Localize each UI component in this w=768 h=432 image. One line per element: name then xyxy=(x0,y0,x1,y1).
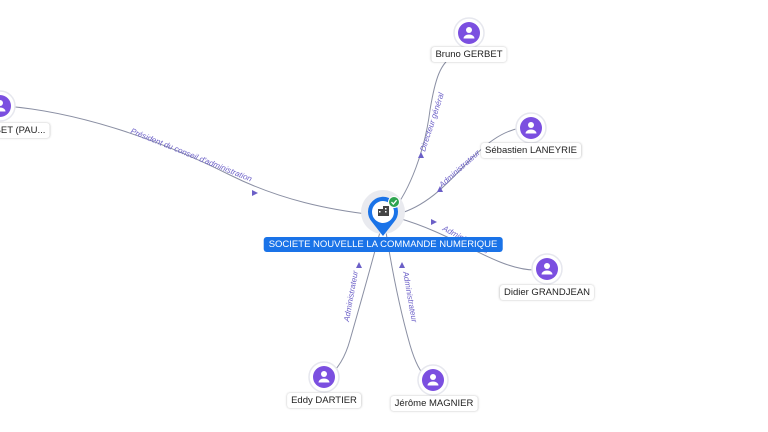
arrow-sebastien xyxy=(437,186,443,192)
person-node-jerome[interactable] xyxy=(417,364,449,396)
arrow-eddy xyxy=(356,262,362,268)
user-icon xyxy=(541,263,553,275)
company-node[interactable] xyxy=(361,190,405,236)
person-label-didier[interactable]: Didier GRANDJEAN xyxy=(499,285,595,300)
edge-label-sebastien: Administrateur xyxy=(437,148,482,190)
arrow-didier xyxy=(431,219,437,225)
person-node-sebastien[interactable] xyxy=(515,112,547,144)
edge-sebastien xyxy=(397,127,521,215)
edge-label-jerome: Administrateur xyxy=(401,270,419,324)
check-icon xyxy=(388,196,400,208)
company-label[interactable]: SOCIETE NOUVELLE LA COMMANDE NUMERIQUE xyxy=(263,237,503,252)
person-node-eddy[interactable] xyxy=(308,361,340,393)
user-icon xyxy=(463,27,475,39)
edge-label-gerbet-pau: Président du conseil d'administration xyxy=(129,127,253,184)
arrow-gerbet-pau xyxy=(252,190,258,196)
user-icon xyxy=(0,100,6,112)
edge-eddy xyxy=(327,231,381,379)
person-node-gerbet-pau[interactable] xyxy=(0,90,16,122)
user-icon xyxy=(318,371,330,383)
building-icon xyxy=(378,206,389,216)
person-label-eddy[interactable]: Eddy DARTIER xyxy=(287,393,361,408)
person-node-bruno[interactable] xyxy=(453,17,485,49)
edge-gerbet-pau xyxy=(4,105,376,216)
person-label-gerbet-pau[interactable]: BET (PAU... xyxy=(0,123,50,138)
edge-didier xyxy=(397,217,536,271)
person-label-sebastien[interactable]: Sébastien LANEYRIE xyxy=(481,143,581,158)
user-icon xyxy=(427,374,439,386)
arrow-bruno xyxy=(418,152,424,158)
person-label-jerome[interactable]: Jérôme MAGNIER xyxy=(390,396,478,411)
arrow-jerome xyxy=(399,262,405,268)
edge-bruno xyxy=(391,54,456,213)
person-label-bruno[interactable]: Bruno GERBET xyxy=(431,47,507,62)
person-node-didier[interactable] xyxy=(531,253,563,285)
user-icon xyxy=(525,122,537,134)
